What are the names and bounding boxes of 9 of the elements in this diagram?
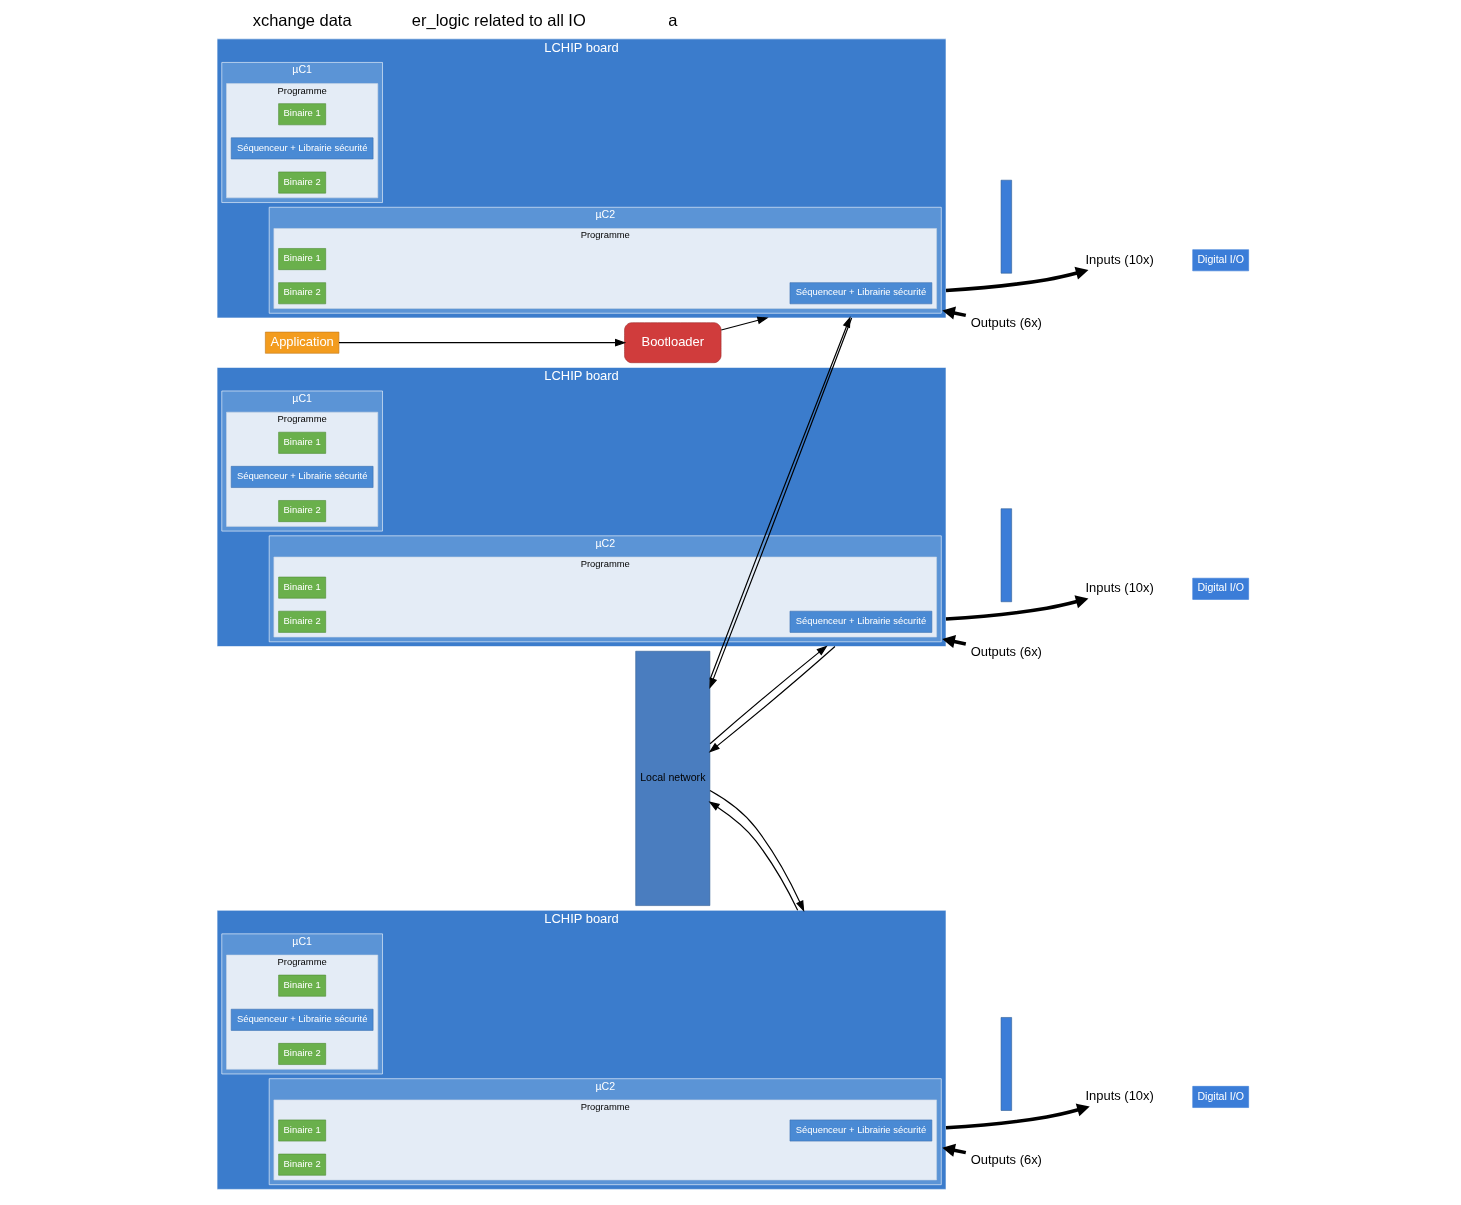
label: a [668, 11, 678, 30]
node-text: Inputs (10x) [1085, 1088, 1154, 1104]
node-text: Inputs (10x) [1085, 251, 1154, 267]
label: xchange data [252, 11, 352, 30]
node-text: Outputs (6x) [970, 643, 1042, 659]
node-text: Inputs (10x) [1085, 580, 1154, 596]
node-text: Outputs (6x) [970, 1152, 1042, 1168]
node-text: Outputs (6x) [970, 315, 1042, 331]
label: er_logic related to all IO [411, 11, 586, 30]
